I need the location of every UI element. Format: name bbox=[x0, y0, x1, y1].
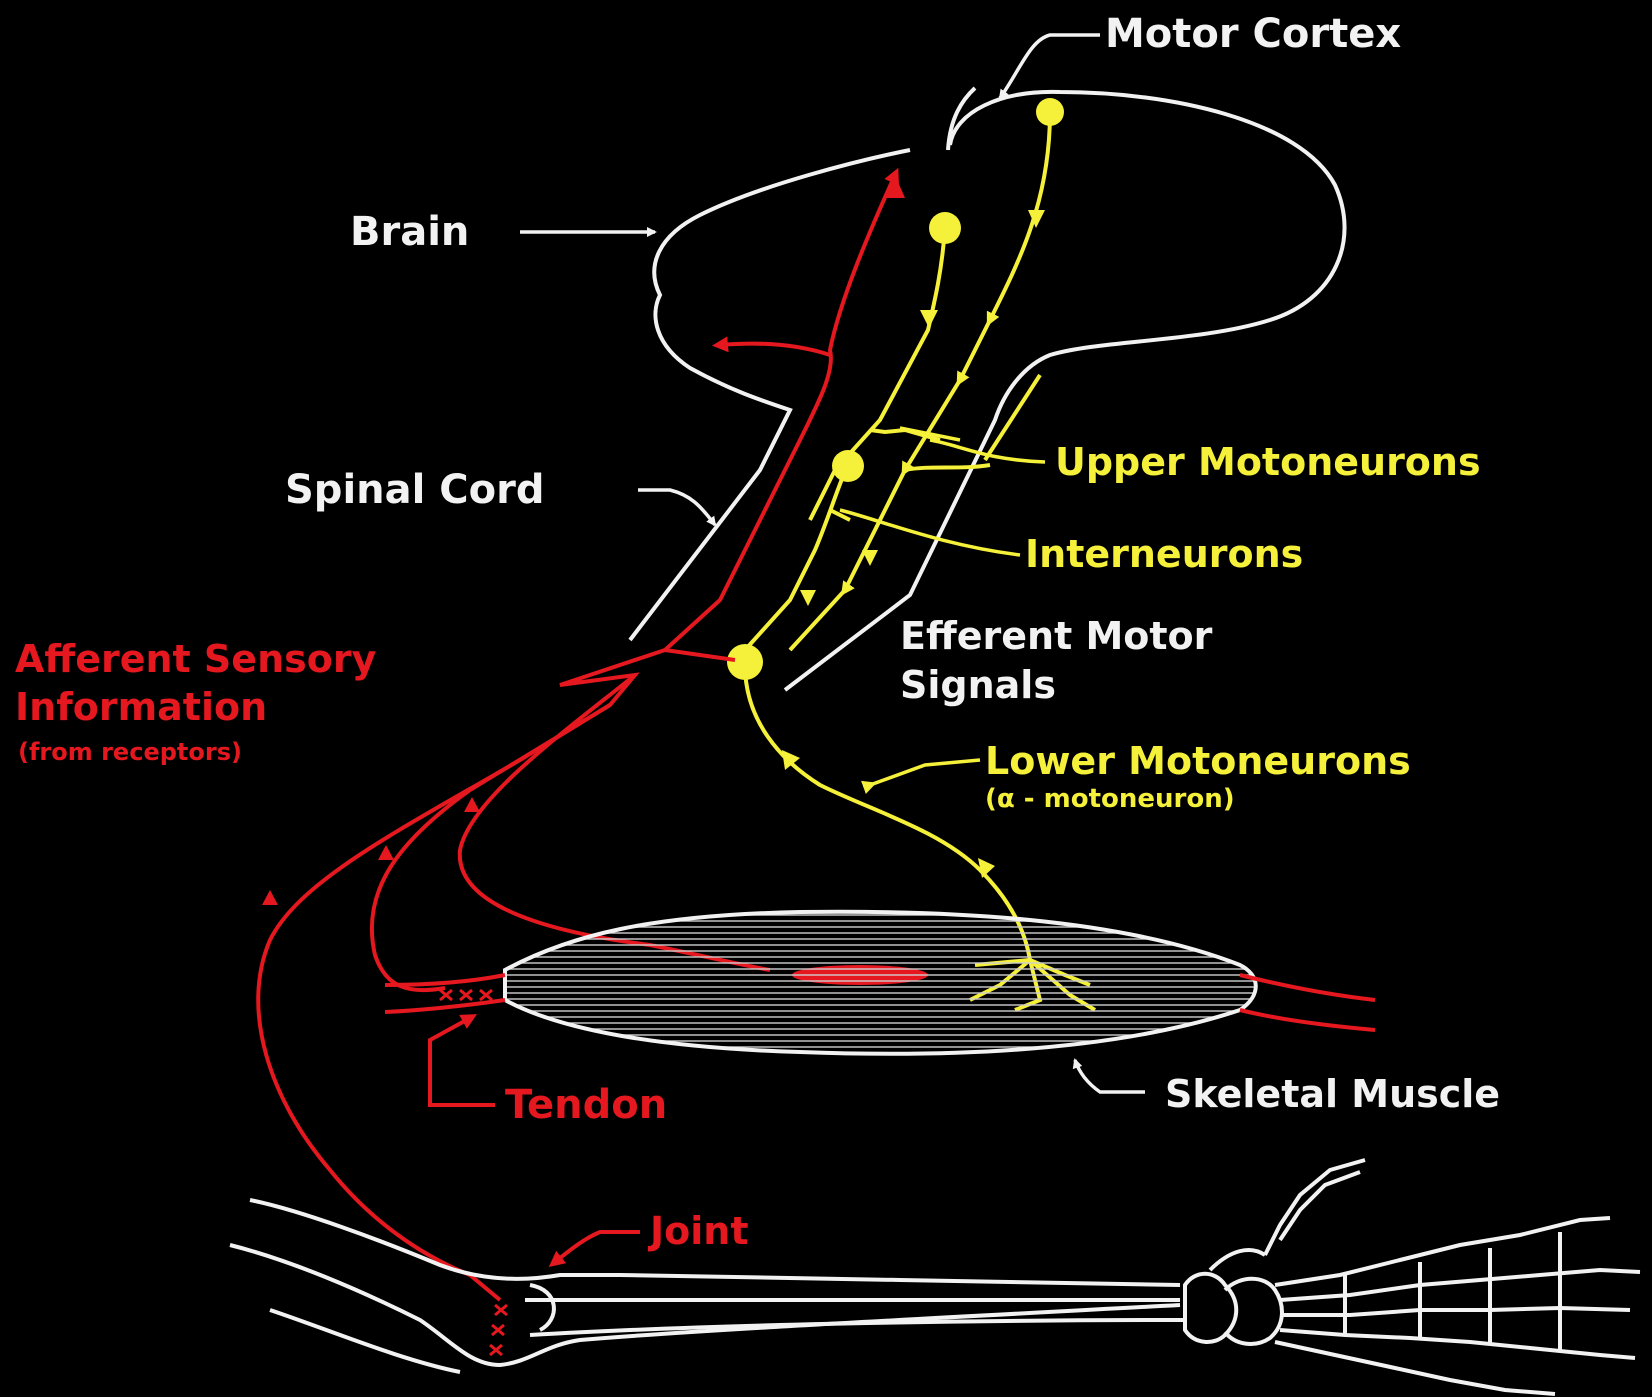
skeletal-muscle bbox=[505, 912, 1256, 1054]
arm-skeleton bbox=[230, 1160, 1640, 1394]
upper-motoneurons-label: Upper Motoneurons bbox=[1055, 443, 1481, 481]
brain-outline bbox=[785, 92, 1345, 690]
efferent-motor-signals-label-line2: Signals bbox=[900, 666, 1056, 704]
interneurons-label: Interneurons bbox=[1025, 535, 1303, 573]
sensory-arrowheads bbox=[262, 175, 905, 905]
lower-motoneurons-label: Lower Motoneurons bbox=[985, 742, 1411, 780]
tendon-label: Tendon bbox=[505, 1085, 667, 1125]
joint-receptors bbox=[490, 1305, 507, 1355]
alpha-motoneuron-label: (α - motoneuron) bbox=[985, 786, 1235, 812]
motor-cortex-pointer bbox=[1000, 35, 1100, 98]
joint-pointer bbox=[555, 1232, 640, 1262]
tendon-pointer bbox=[430, 1018, 495, 1105]
brain-outline-left bbox=[630, 150, 910, 640]
spinal-cord-pointer bbox=[638, 490, 715, 525]
brain-label: Brain bbox=[350, 212, 469, 252]
skeletal-muscle-pointer bbox=[1075, 1060, 1145, 1092]
motor-label-connectors bbox=[840, 428, 1045, 785]
motor-cortex-label: Motor Cortex bbox=[1105, 14, 1401, 54]
joint-label: Joint bbox=[650, 1212, 749, 1250]
afferent-sensory-label-line2: Information bbox=[15, 688, 267, 726]
afferent-sensory-label-line3: (from receptors) bbox=[18, 740, 242, 764]
sensory-pathway bbox=[258, 175, 895, 1300]
afferent-sensory-label-line1: Afferent Sensory bbox=[15, 640, 376, 678]
skeletal-muscle-label: Skeletal Muscle bbox=[1165, 1075, 1500, 1113]
tendon-receptors bbox=[440, 990, 492, 1000]
efferent-motor-signals-label-line1: Efferent Motor bbox=[900, 617, 1212, 655]
spinal-cord-label: Spinal Cord bbox=[285, 470, 544, 510]
